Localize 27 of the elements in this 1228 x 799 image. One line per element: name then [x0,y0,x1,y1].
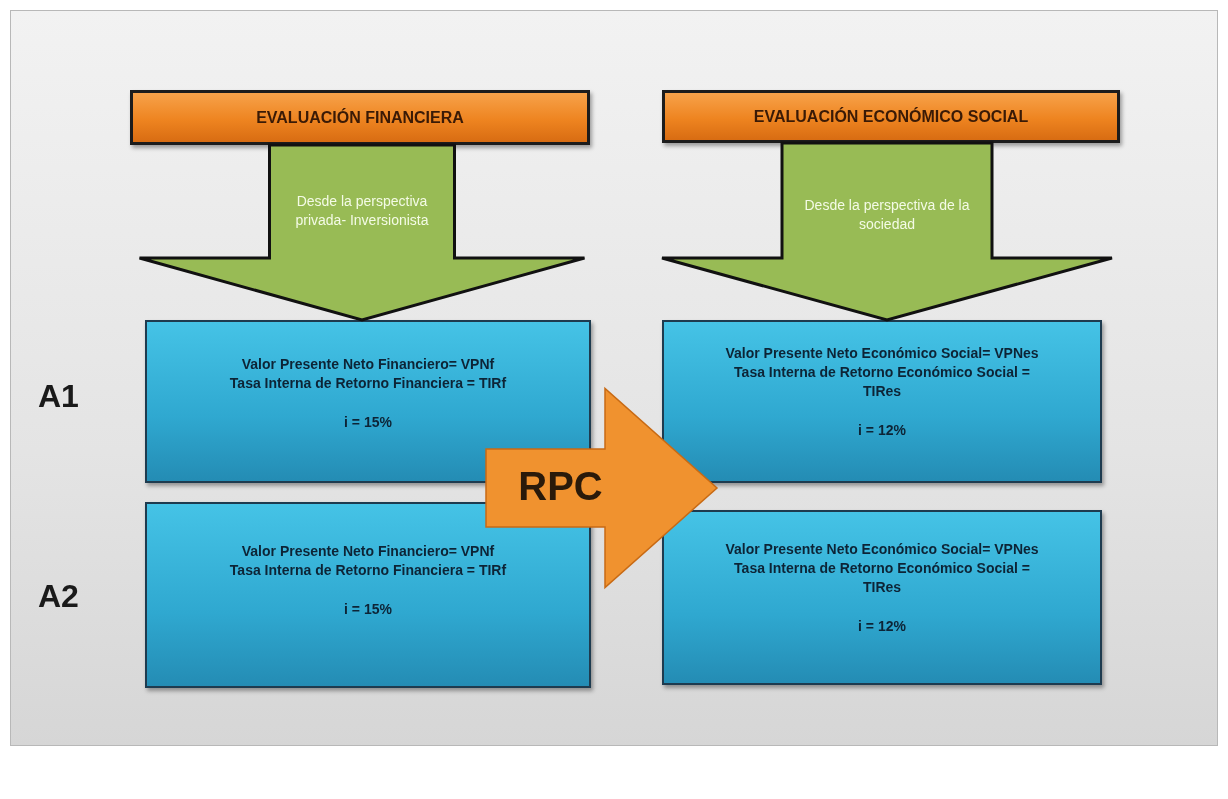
heading-box [662,90,1120,143]
edge-label: Desde la perspectiva de la sociedad [803,196,971,234]
indicator-text: i = 15% [344,600,392,619]
indicator-text: Tasa Interna de Retorno Económico Social = TIRes [733,363,1031,401]
indicator-text: Tasa Interna de Retorno Financiera = TIRf [229,374,507,393]
indicator-text: i = 12% [858,617,906,636]
indicator-text: Valor Presente Neto Financiero= VPNf [241,542,495,561]
indicator-text: Tasa Interna de Retorno Financiera = TIRf [229,561,507,580]
indicator-box [145,502,591,688]
heading-text: EVALUACIÓN FINANCIERA [256,108,464,127]
indicator-text: Valor Presente Neto Económico Social= VPNes [725,540,1039,559]
indicator-text: Tasa Interna de Retorno Económico Social = TIRes [733,559,1031,597]
down-block-arrow [138,143,586,322]
heading-text: EVALUACIÓN ECONÓMICO SOCIAL [753,107,1029,126]
indicator-text: i = 12% [858,421,906,440]
indicator-text: i = 15% [344,413,392,432]
heading-box [130,90,590,145]
edge-label: RPC [517,463,604,509]
indicator-box [662,320,1102,483]
indicator-box [662,510,1102,685]
indicator-text: Valor Presente Neto Económico Social= VPNes [725,344,1039,363]
edge-label: Desde la perspectiva privada- Inversionista [294,192,430,230]
row-label: A1 [38,378,79,415]
row-label: A2 [38,578,79,615]
down-block-arrow [660,141,1114,322]
right-block-arrow [485,386,719,590]
indicator-text: Valor Presente Neto Financiero= VPNf [241,355,495,374]
